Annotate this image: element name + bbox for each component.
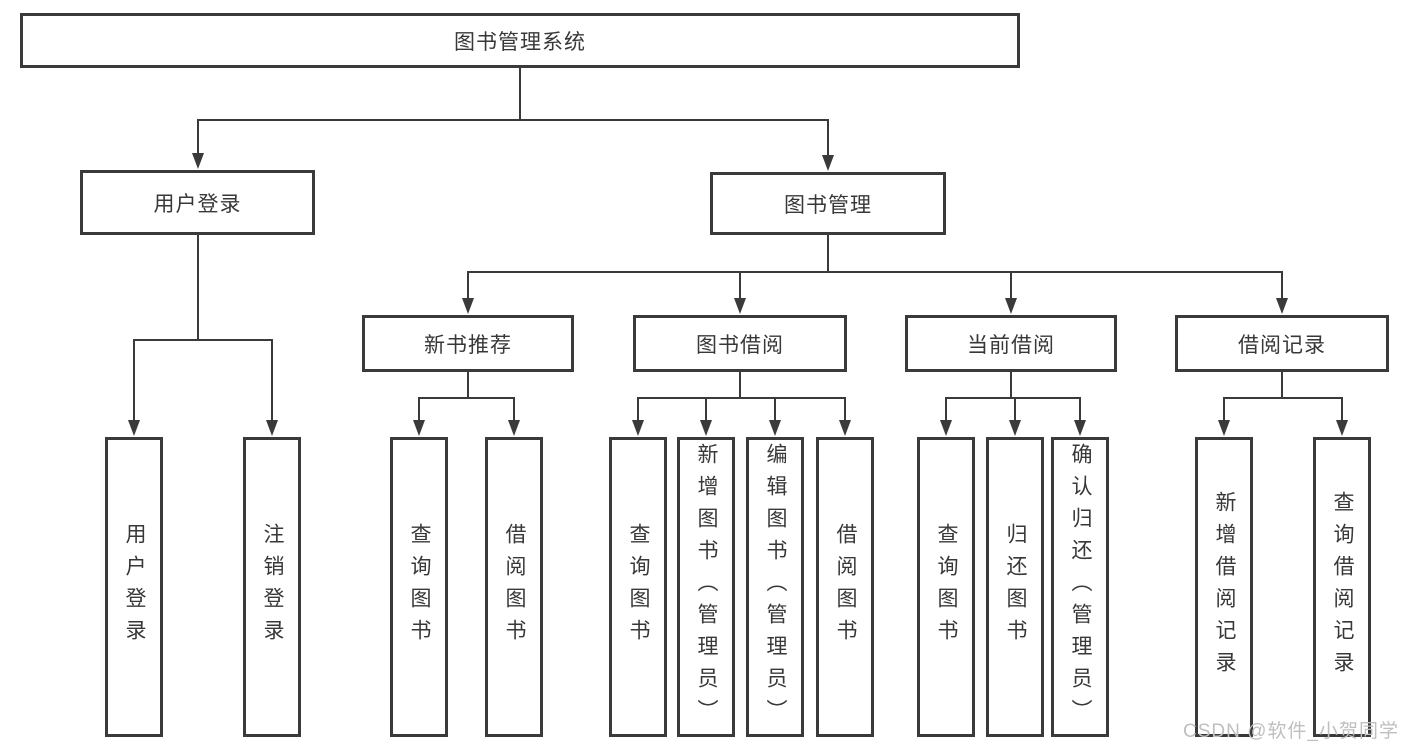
leaf-confirm-return-admin: 确认归还（管理员） — [1051, 437, 1109, 737]
leaf-query-books-rec: 查询图书 — [390, 437, 448, 737]
node-book-borrowing: 图书借阅 — [633, 315, 847, 372]
leaf-add-books-admin: 新增图书（管理员） — [677, 437, 735, 737]
leaf-query-books-borrow: 查询图书 — [609, 437, 667, 737]
leaf-borrow-books-rec: 借阅图书 — [485, 437, 543, 737]
leaf-add-borrow-record: 新增借阅记录 — [1195, 437, 1253, 737]
leaf-logout: 注销登录 — [243, 437, 301, 737]
leaf-query-borrow-record: 查询借阅记录 — [1313, 437, 1371, 737]
node-book-management: 图书管理 — [710, 172, 946, 235]
node-root: 图书管理系统 — [20, 13, 1020, 68]
node-current-borrowing: 当前借阅 — [905, 315, 1117, 372]
leaf-borrow-books: 借阅图书 — [816, 437, 874, 737]
leaf-edit-books-admin: 编辑图书（管理员） — [746, 437, 804, 737]
leaf-query-books-current: 查询图书 — [917, 437, 975, 737]
csdn-watermark: CSDN @软件_小贺同学 — [1183, 721, 1399, 742]
node-borrow-records: 借阅记录 — [1175, 315, 1389, 372]
leaf-user-login: 用户登录 — [105, 437, 163, 737]
leaf-return-books: 归还图书 — [986, 437, 1044, 737]
node-user-login: 用户登录 — [80, 170, 315, 235]
node-new-book-recommendation: 新书推荐 — [362, 315, 574, 372]
